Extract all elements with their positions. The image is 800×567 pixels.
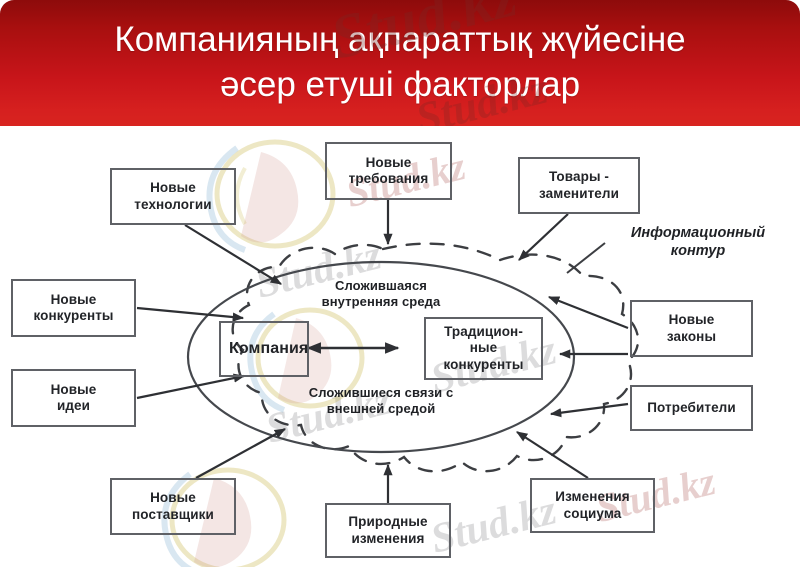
information-contour-label-line-1: Информационный — [630, 225, 766, 241]
line-consumers — [549, 402, 629, 418]
line-new-competitors — [136, 306, 245, 322]
external-links-caption-line-2: внешней средой — [326, 400, 436, 416]
diagram-connectors — [136, 200, 640, 503]
line-new-technologies — [184, 224, 282, 285]
internal-environment-caption: Сложившаяся внутренняя среда — [256, 278, 506, 310]
external-links-caption-line-1: Сложившиеся связи с — [308, 385, 454, 400]
information-contour-dashed — [231, 242, 640, 473]
external-links-caption: Сложившиеся связи с внешней средой — [256, 385, 506, 417]
company-box[interactable]: Компания — [219, 321, 309, 377]
factor-label-substitute-goods: Товары -заменители — [539, 169, 619, 201]
information-contour-label-line-2: контур — [670, 243, 726, 260]
internal-environment-caption-line-2: внутренняя среда — [321, 293, 441, 309]
page-title-line-1: Компанияның ақпараттық жүйесіне — [114, 20, 686, 60]
company-label: Компания — [229, 340, 309, 358]
line-social-changes — [516, 431, 589, 479]
contour-label-leader — [566, 242, 606, 274]
page-title-line-2: әсер етуші факторлар — [219, 65, 581, 104]
internal-environment-caption-line-1: Сложившаяся — [334, 278, 427, 293]
line-new-laws — [547, 295, 629, 330]
line-substitute-goods — [518, 213, 569, 261]
title-banner: Stud.kz Stud.kz Компанияның ақпараттық ж… — [0, 0, 800, 126]
line-new-ideas — [136, 373, 246, 400]
factor-box-consumers[interactable]: Потребители — [630, 385, 753, 431]
factor-label-consumers: Потребители — [647, 399, 736, 415]
information-contour-label: Информационный контур — [608, 224, 788, 260]
internal-environment-ellipse — [186, 260, 576, 454]
line-new-suppliers — [195, 428, 287, 479]
page-title: Компанияның ақпараттық жүйесіне әсер ету… — [0, 18, 800, 108]
factor-box-substitute-goods[interactable]: Товары -заменители — [518, 157, 640, 214]
